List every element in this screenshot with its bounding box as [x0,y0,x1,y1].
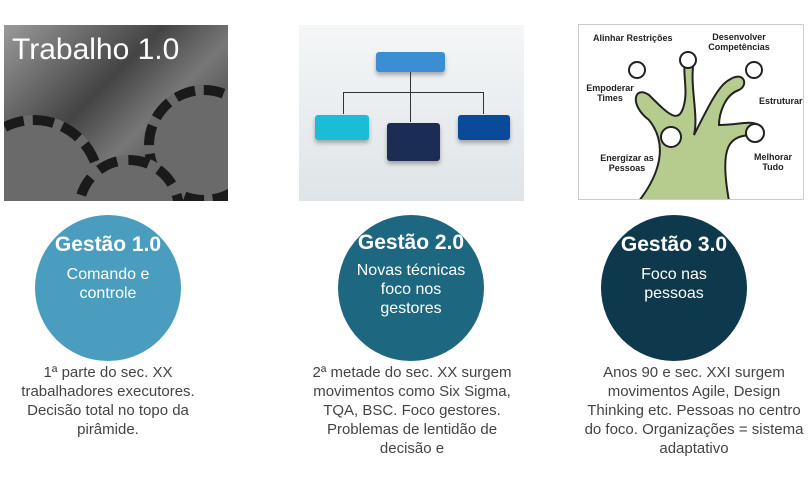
tree-label: Estruturar [759,96,803,106]
gestao-3-description: Anos 90 e sec. XXI surgem movimentos Agi… [584,364,804,457]
tree-label: Melhorar Tudo [753,152,792,172]
gestao-3-circle: Gestão 3.0 Foco nas pessoas [601,215,747,361]
org-chart-image [299,25,524,201]
circle-title: Gestão 3.0 [620,233,728,256]
circle-title: Gestão 2.0 [357,231,465,254]
circle-subtitle: Novas técnicas foco nos gestores [356,262,466,317]
image-title: Trabalho 1.0 [12,33,180,66]
tree-icon [628,51,765,199]
tree-label: Energizar as Pessoas [600,153,654,173]
circle-title: Gestão 1.0 [54,233,162,256]
tree-label: Alinhar Restrições [593,33,673,43]
gestao-1-circle: Gestão 1.0 Comando e controle [35,215,181,361]
circle-subtitle: Comando e controle [66,266,150,302]
tree-image: Alinhar Restrições Desenvolver Competênc… [578,24,804,200]
gestao-2-circle: Gestão 2.0 Novas técnicas foco nos gesto… [338,215,484,361]
tree-label: Desenvolver Competências [708,32,770,52]
gestao-1-description: 1ª parte do sec. XX trabalhadores execut… [21,364,195,438]
gestao-2-description: 2ª metade do sec. XX surgem movimentos c… [312,364,512,457]
trabalho-image: Trabalho 1.0 [4,25,228,201]
tree-label: Empoderar Times [586,83,634,103]
circle-subtitle: Foco nas pessoas [641,266,707,302]
